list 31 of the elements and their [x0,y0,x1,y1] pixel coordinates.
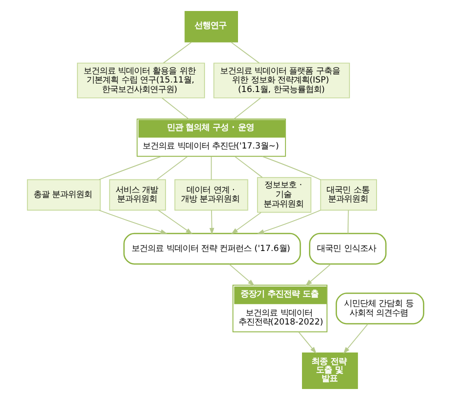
arrow [298,331,316,354]
node-box: 보건의료 빅데이터 활용을 위한 기본계획 수립 연구(15.11월, 한국보건사회연구원) [76,62,204,98]
connector [261,156,320,180]
arrow [304,264,331,286]
node-box: 데이터 연계 · 개방 분과위원회 [174,179,248,211]
connector [162,42,192,64]
arrow [228,264,254,286]
arrow [208,210,214,235]
connector [230,42,260,64]
connector [232,98,260,120]
arrow [230,212,261,234]
node-box: 최종 전략 도출 및 발표 [302,352,358,389]
node-box: 대국민 인식조사 [308,232,386,265]
connector [156,156,188,180]
connector [161,98,189,120]
connector [210,156,212,180]
node-box: 보건의료 빅데이터 전략 컨퍼런스 ('17.6월) [122,232,300,265]
node-box: 대국민 소통 분과위원회 [320,179,376,211]
node-box: 선행연구 [184,11,238,42]
connector [98,156,162,180]
node-box: 보건의료 빅데이터 플랫폼 구축을 위한 정보화 전략계획(ISP) (16.1월, 한국능률협회) [212,62,350,98]
connector [234,156,262,178]
arrow [98,210,167,234]
arrow [256,210,321,234]
node-box: 총괄 분과위원회 [26,179,100,211]
node-box: 시민단체 간담회 등 사회적 의견수렴 [335,292,424,324]
connector [347,210,348,234]
arrow [342,324,368,354]
node-box: 정보보호 · 기술 분과위원회 [256,177,311,213]
arrow [157,210,192,234]
node-box: 서비스 개발 분과위원회 [108,179,166,211]
